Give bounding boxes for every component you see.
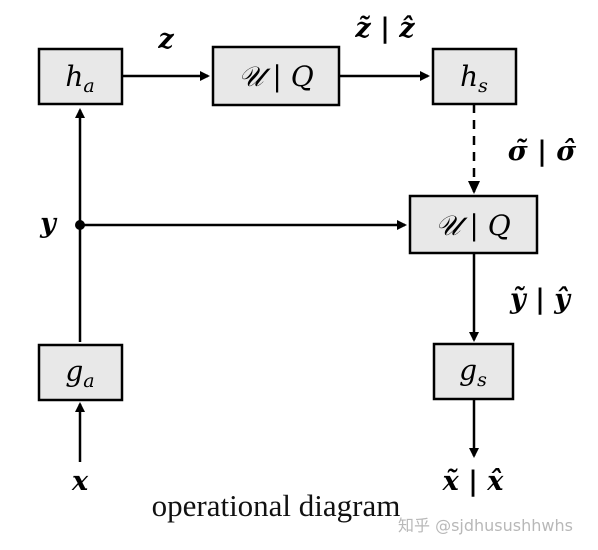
svg-text:gs: gs [459,354,487,391]
node-uq-top: 𝒰 | Q [211,45,341,107]
node-ga: ga [37,343,124,402]
node-ga-main: g [65,355,83,388]
node-hs-sub: s [478,75,488,97]
node-gs-sub: s [477,369,487,391]
label-x: x [71,466,89,497]
svg-text:ha: ha [65,60,94,97]
label-x-tilde-hat: x̃ | x̂ [442,466,505,497]
node-gs: gs [432,342,515,401]
diagram-caption: operational diagram [151,488,401,523]
node-hs: hs [431,47,518,106]
node-uq-top-label: 𝒰 | Q [238,60,313,93]
svg-text:ga: ga [65,355,94,392]
node-ga-sub: a [83,370,94,392]
node-uq-mid: 𝒰 | Q [408,194,539,255]
label-z-tilde-hat: z̃ | ẑ [354,13,415,44]
node-uq-mid-label: 𝒰 | Q [435,209,510,242]
node-ha-main: h [65,60,83,93]
watermark: 知乎 @sjdhusushhwhs [398,516,573,535]
label-y-tilde-hat: ỹ | ŷ [509,284,572,315]
node-hs-main: h [460,60,478,93]
junction-dot [75,220,85,230]
label-sigma-tilde-hat: σ̃ | σ̂ [508,136,577,167]
node-ha: ha [37,47,124,106]
label-z: z [157,24,174,55]
label-y: y [39,208,58,239]
node-ha-sub: a [83,75,94,97]
node-gs-main: g [459,354,477,387]
dashed-arrowhead [468,181,480,194]
svg-text:hs: hs [460,60,488,97]
